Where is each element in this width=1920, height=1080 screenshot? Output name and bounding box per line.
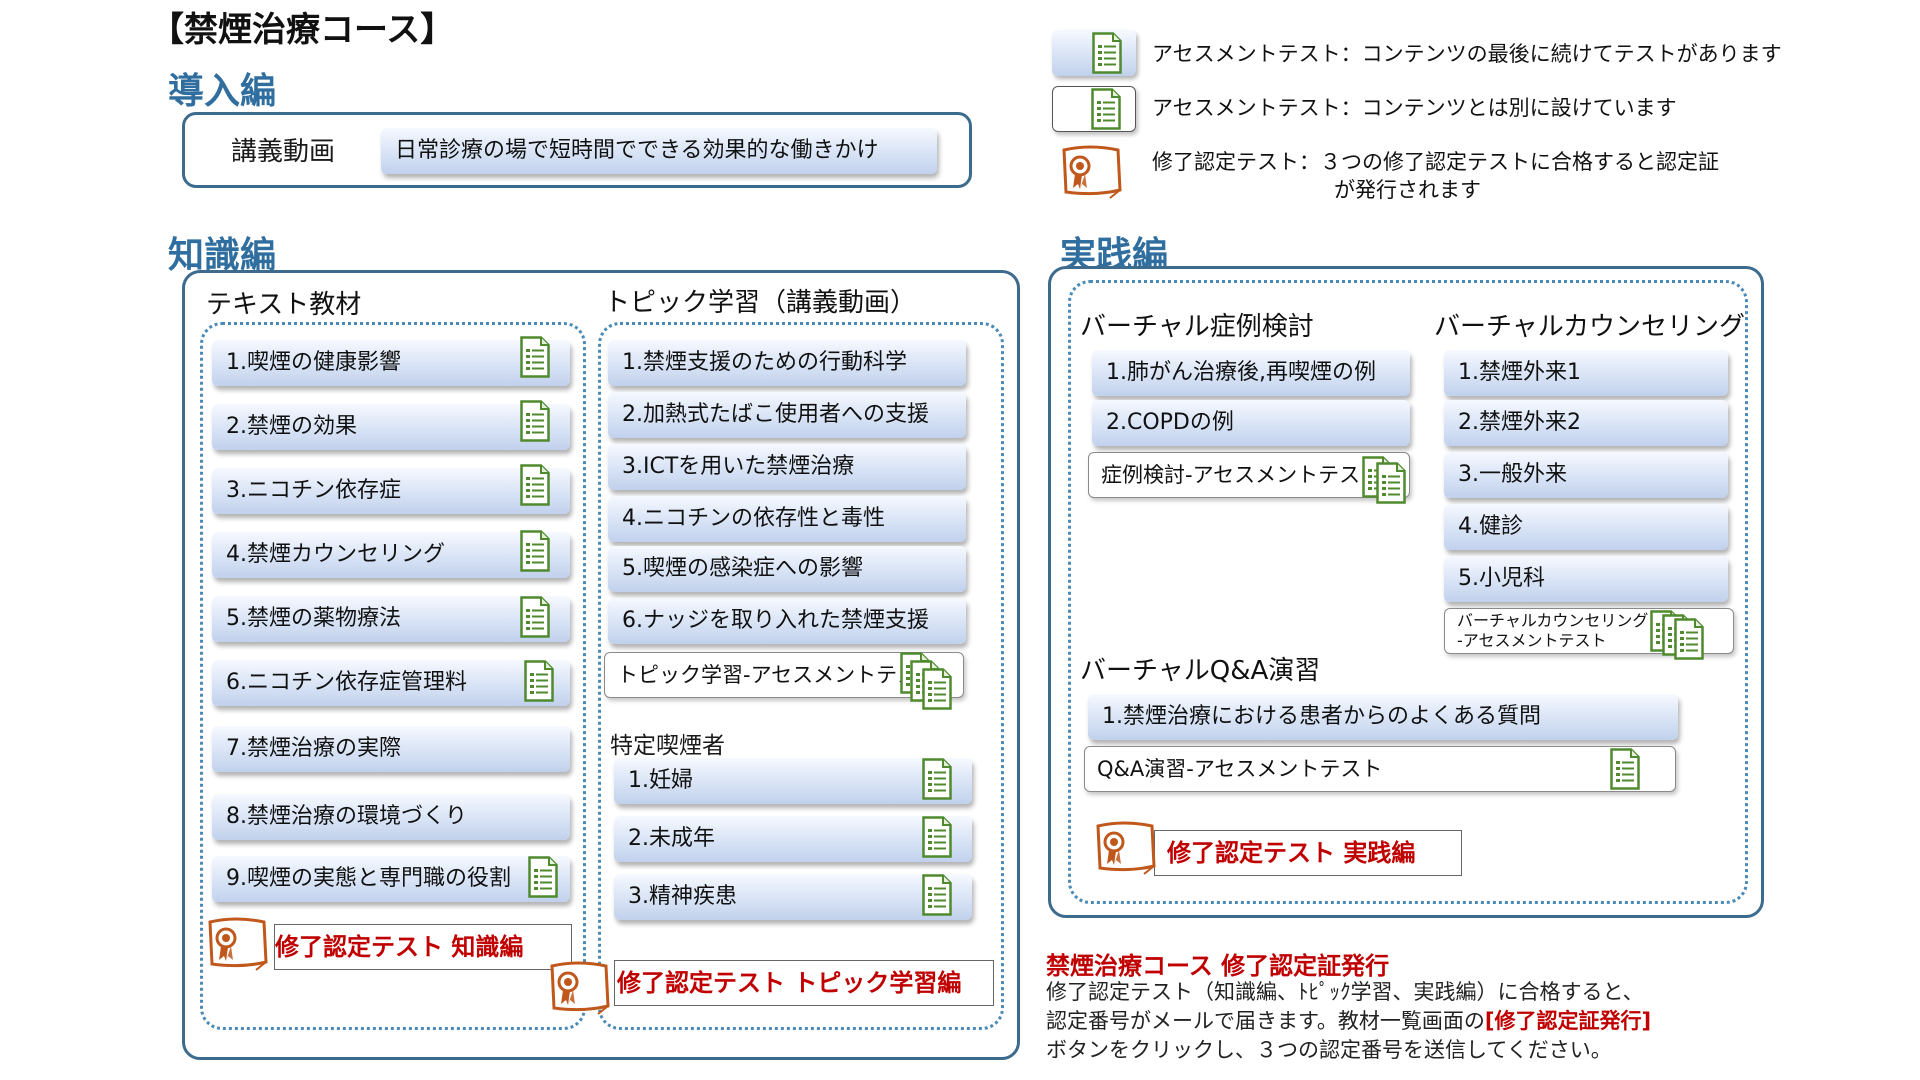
text-materials-group bbox=[200, 322, 586, 1030]
counsel-test-line2: -アセスメントテスト bbox=[1457, 631, 1607, 650]
topic-cert-test[interactable]: 修了認定テスト トピック学習編 bbox=[614, 960, 994, 1006]
document-icon bbox=[1091, 88, 1121, 130]
issue-certificate-button-ref: [修了認定証発行] bbox=[1484, 1009, 1652, 1033]
legend: アセスメントテスト：コンテンツの最後に続けてテストがあります アセスメントテスト… bbox=[1052, 28, 1912, 208]
issuance-line-3: ボタンをクリックし、３つの認定番号を送信してください。 bbox=[1046, 1038, 1612, 1062]
counsel-item-3[interactable]: 3.一般外来 bbox=[1444, 452, 1728, 498]
issuance-line-2-text: 認定番号がメールで届きます。教材一覧画面の bbox=[1046, 1009, 1485, 1033]
stacked-doc-icon bbox=[1674, 618, 1704, 660]
issuance-line-2: 認定番号がメールで届きます。教材一覧画面の[修了認定証発行] bbox=[1046, 1007, 1651, 1036]
practice-cert-test[interactable]: 修了認定テスト 実践編 bbox=[1154, 830, 1462, 876]
assessment-doc-icon bbox=[922, 816, 952, 858]
text-materials-title: テキスト教材 bbox=[206, 290, 362, 320]
text-item-8[interactable]: 8.禁煙治療の環境づくり bbox=[212, 794, 570, 840]
assessment-doc-icon bbox=[520, 464, 550, 506]
counsel-item-5[interactable]: 5.小児科 bbox=[1444, 556, 1728, 602]
assessment-doc-icon bbox=[1610, 748, 1640, 790]
assessment-doc-icon bbox=[520, 336, 550, 378]
intro-box: 講義動画 日常診療の場で短時間でできる効果的な働きかけ bbox=[182, 112, 972, 188]
qa-assessment-test[interactable]: Q&A演習-アセスメントテスト bbox=[1084, 746, 1676, 792]
legend-cert-text-line2: が発行されます bbox=[1334, 178, 1481, 202]
counsel-assessment-test[interactable]: バーチャルカウンセリング -アセスメントテスト bbox=[1444, 608, 1734, 654]
text-item-3[interactable]: 3.ニコチン依存症 bbox=[212, 468, 570, 514]
text-item-5[interactable]: 5.禁煙の薬物療法 bbox=[212, 596, 570, 642]
intro-heading: 導入編 bbox=[168, 71, 277, 112]
text-item-1[interactable]: 1.喫煙の健康影響 bbox=[212, 340, 570, 386]
knowledge-cert-test[interactable]: 修了認定テスト 知識編 bbox=[274, 924, 572, 970]
intro-label: 講義動画 bbox=[231, 137, 336, 167]
certificate-icon bbox=[206, 916, 270, 976]
topic-item-5[interactable]: 5.喫煙の感染症への影響 bbox=[608, 546, 966, 592]
document-icon bbox=[1092, 32, 1122, 74]
topic-item-2[interactable]: 2.加熱式たばこ使用者への支援 bbox=[608, 392, 966, 438]
text-item-7[interactable]: 7.禁煙治療の実際 bbox=[212, 726, 570, 772]
legend-separate-text: アセスメントテスト：コンテンツとは別に設けています bbox=[1152, 96, 1677, 120]
topic-learning-title: トピック学習（講義動画） bbox=[604, 288, 917, 318]
topic-item-4[interactable]: 4.ニコチンの依存性と毒性 bbox=[608, 496, 966, 542]
topic-item-6[interactable]: 6.ナッジを取り入れた禁煙支援 bbox=[608, 598, 966, 644]
legend-cert-text-line1: 修了認定テスト：３つの修了認定テストに合格すると認定証 bbox=[1152, 150, 1719, 174]
practice-group bbox=[1068, 280, 1748, 904]
counsel-item-4[interactable]: 4.健診 bbox=[1444, 504, 1728, 550]
counsel-item-1[interactable]: 1.禁煙外来1 bbox=[1444, 350, 1728, 396]
legend-separate-sample bbox=[1052, 86, 1136, 132]
text-item-9[interactable]: 9.喫煙の実態と専門職の役割 bbox=[212, 856, 570, 902]
issuance-line-1: 修了認定テスト（知識編、ﾄﾋﾟｯｸ学習、実践編）に合格すると、 bbox=[1046, 980, 1644, 1004]
practice-cert-label: 修了認定テスト 実践編 bbox=[1167, 839, 1416, 867]
virtual-counseling-title: バーチャルカウンセリング bbox=[1434, 312, 1745, 342]
issuance-title: 禁煙治療コース 修了認定証発行 bbox=[1046, 952, 1390, 980]
smoker-item-3[interactable]: 3.精神疾患 bbox=[614, 874, 972, 920]
assessment-doc-icon bbox=[524, 660, 554, 702]
certificate-icon bbox=[548, 960, 612, 1020]
qa-item-1[interactable]: 1.禁煙治療における患者からのよくある質問 bbox=[1088, 694, 1678, 740]
stacked-doc-icon bbox=[1376, 462, 1406, 504]
assessment-doc-icon bbox=[528, 856, 558, 898]
assessment-doc-icon bbox=[520, 530, 550, 572]
specific-smokers-title: 特定喫煙者 bbox=[610, 733, 725, 759]
certificate-icon bbox=[1094, 820, 1158, 880]
assessment-doc-icon bbox=[520, 400, 550, 442]
legend-embedded-sample bbox=[1052, 30, 1136, 76]
case-item-2[interactable]: 2.COPDの例 bbox=[1092, 400, 1410, 446]
assessment-doc-icon bbox=[520, 596, 550, 638]
topic-learning-group bbox=[598, 322, 1004, 1030]
smoker-item-1[interactable]: 1.妊婦 bbox=[614, 758, 972, 804]
counsel-test-line1: バーチャルカウンセリング bbox=[1457, 611, 1649, 630]
text-item-6[interactable]: 6.ニコチン依存症管理料 bbox=[212, 660, 570, 706]
assessment-doc-icon bbox=[922, 874, 952, 916]
knowledge-heading: 知識編 bbox=[168, 235, 277, 276]
certificate-icon bbox=[1060, 144, 1124, 204]
topic-item-1[interactable]: 1.禁煙支援のための行動科学 bbox=[608, 340, 966, 386]
topic-cert-label: 修了認定テスト トピック学習編 bbox=[617, 969, 962, 997]
text-item-2[interactable]: 2.禁煙の効果 bbox=[212, 404, 570, 450]
virtual-case-title: バーチャル症例検討 bbox=[1080, 312, 1314, 342]
virtual-qa-title: バーチャルQ&A演習 bbox=[1080, 656, 1321, 686]
topic-item-3[interactable]: 3.ICTを用いた禁煙治療 bbox=[608, 444, 966, 490]
page-title: 【禁煙治療コース】 bbox=[150, 10, 455, 50]
smoker-item-2[interactable]: 2.未成年 bbox=[614, 816, 972, 862]
case-item-1[interactable]: 1.肺がん治療後,再喫煙の例 bbox=[1092, 350, 1410, 396]
intro-video-item[interactable]: 日常診療の場で短時間でできる効果的な働きかけ bbox=[381, 128, 937, 174]
legend-embedded-text: アセスメントテスト：コンテンツの最後に続けてテストがあります bbox=[1152, 42, 1782, 66]
case-assessment-test[interactable]: 症例検討-アセスメントテスト bbox=[1088, 452, 1410, 498]
assessment-doc-icon bbox=[922, 758, 952, 800]
text-item-4[interactable]: 4.禁煙カウンセリング bbox=[212, 532, 570, 578]
counsel-item-2[interactable]: 2.禁煙外来2 bbox=[1444, 400, 1728, 446]
stacked-doc-icon bbox=[922, 668, 952, 710]
knowledge-cert-label: 修了認定テスト 知識編 bbox=[275, 933, 524, 961]
